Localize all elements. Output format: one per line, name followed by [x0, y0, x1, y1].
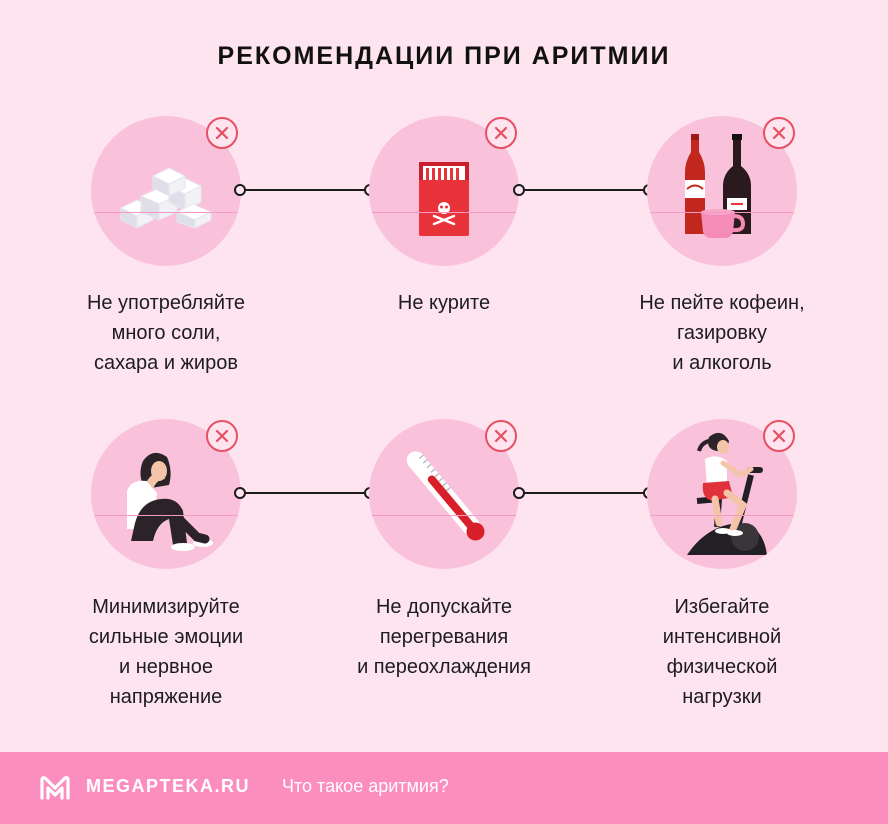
recommendation-text-smoking: Не курите	[397, 292, 491, 314]
connector	[234, 184, 376, 196]
prohibited-icon	[206, 420, 238, 452]
sugar-cubes-icon	[119, 167, 213, 229]
recommendation-image-temperature	[369, 419, 519, 569]
prohibited-icon	[763, 117, 795, 149]
prohibited-icon	[485, 117, 517, 149]
prohibited-icon	[206, 117, 238, 149]
stressed-person-icon	[127, 452, 213, 551]
prohibited-icon	[485, 420, 517, 452]
connector	[513, 184, 655, 196]
connector	[513, 487, 655, 499]
megapteka-logo-icon	[40, 776, 70, 800]
footer-link-what-is-arrhythmia[interactable]: Что такое аритмия?	[282, 776, 449, 796]
prohibited-icon	[763, 420, 795, 452]
brand-name[interactable]: MEGAPTEKA.RU	[86, 776, 251, 796]
cigarette-pack-icon	[419, 162, 469, 236]
footer-bar: MEGAPTEKA.RU Что такое аритмия?	[0, 752, 888, 824]
page-title: РЕКОМЕНДАЦИИ ПРИ АРИТМИИ	[217, 42, 671, 70]
connector	[234, 487, 376, 499]
exercise-bike-icon	[687, 432, 767, 555]
